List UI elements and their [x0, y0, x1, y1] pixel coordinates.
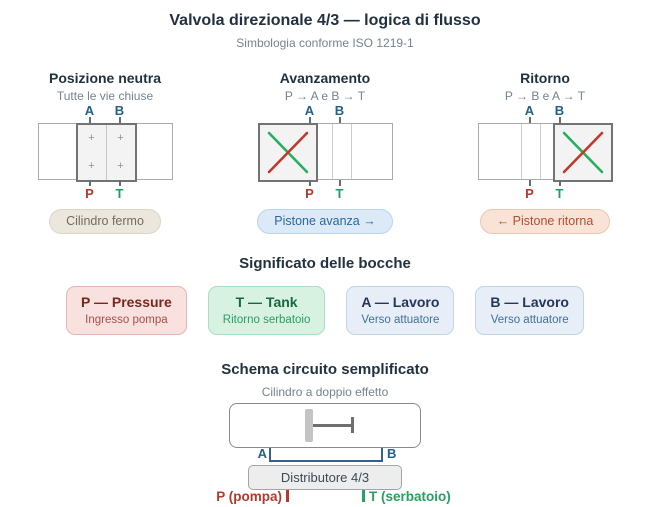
closed-port-icon: +: [88, 159, 95, 172]
status-badge-advance: Pistone avanza →: [257, 209, 393, 234]
status-badge-neutral: Cilindro fermo: [49, 209, 161, 234]
piston-rod-icon: [313, 424, 352, 427]
cylinder-symbol: [229, 403, 421, 448]
valve-positions-row: Posizione neutra Tutte le vie chiuse A B…: [0, 70, 650, 234]
port-label-p: P: [525, 186, 534, 201]
valve-active-box-left: [257, 123, 318, 182]
panel-description: Tutte le vie chiuse: [56, 89, 154, 103]
page-subtitle: Simbologia conforme ISO 1219-1: [236, 36, 414, 50]
panel-description: P → A e B → T: [284, 89, 366, 103]
panel-title: Posizione neutra: [48, 70, 162, 86]
port-stub-t: [338, 180, 341, 186]
circuit-section-title: Schema circuito semplificato: [221, 361, 429, 378]
port-card-b: B — Lavoro Verso attuatore: [475, 286, 584, 335]
card-subtitle: Ingresso pompa: [85, 314, 168, 326]
port-stub-t: [118, 180, 121, 186]
card-title: A — Lavoro: [361, 294, 440, 310]
port-stub-b: [118, 117, 121, 123]
port-label-t: T: [115, 186, 124, 201]
port-stub-p: [88, 180, 91, 186]
distributor-box: Distributore 4/3: [248, 465, 402, 490]
valve-active-box-center: + + + +: [75, 123, 137, 182]
port-label-b: B: [554, 103, 565, 118]
port-channel-a: [520, 124, 541, 179]
port-label-a: A: [304, 103, 315, 118]
tank-line-stub: [362, 490, 365, 502]
valve-body: [477, 123, 613, 182]
port-stub-p: [528, 180, 531, 186]
card-subtitle: Verso attuatore: [361, 314, 440, 326]
valve-symbol-return: A B P T: [477, 103, 613, 201]
valve-symbol-advance: A B P T: [257, 103, 393, 201]
port-label-b: B: [334, 103, 345, 118]
circuit-port-b-label: B: [387, 446, 397, 461]
ports-section-title: Significato delle bocche: [239, 255, 411, 272]
panel-avanzamento: Avanzamento P → A e B → T A B: [225, 70, 425, 234]
pump-line-stub: [286, 490, 289, 502]
card-title: P — Pressure: [81, 294, 172, 310]
port-label-a: A: [524, 103, 535, 118]
closed-port-icon: +: [88, 132, 95, 145]
port-label-t: T: [555, 186, 564, 201]
port-card-pressure: P — Pressure Ingresso pompa: [66, 286, 187, 335]
valve-symbol-neutral: A B + + + +: [37, 103, 173, 201]
port-label-t: T: [335, 186, 344, 201]
piston-rod-end-icon: [351, 417, 354, 433]
port-label-p: P: [305, 186, 314, 201]
valve-cell-b: + +: [107, 125, 135, 180]
page-title: Valvola direzionale 4/3 — logica di flus…: [169, 12, 481, 29]
port-label-a: A: [84, 103, 95, 118]
card-subtitle: Ritorno serbatoio: [222, 314, 311, 326]
circuit-section: Schema circuito semplificato Cilindro a …: [0, 362, 650, 507]
panel-posizione-neutra: Posizione neutra Tutte le vie chiuse A B…: [5, 70, 205, 234]
card-title: T — Tank: [235, 294, 298, 310]
port-label-b: B: [114, 103, 125, 118]
port-card-tank: T — Tank Ritorno serbatoio: [207, 286, 326, 335]
valve-cell-a: + +: [78, 125, 107, 180]
ports-meaning-section: Significato delle bocche P — Pressure In…: [0, 256, 650, 335]
status-badge-return: ← Pistone ritorna: [479, 209, 611, 234]
flow-cross-icon: [267, 131, 308, 174]
card-subtitle: Verso attuatore: [490, 314, 569, 326]
circuit-diagram: A B Distributore 4/3 P (pompa) T (serbat…: [216, 403, 451, 507]
port-cards-row: P — Pressure Ingresso pompa T — Tank Rit…: [0, 286, 650, 335]
closed-port-icon: +: [117, 159, 124, 172]
panel-title: Avanzamento: [279, 70, 371, 86]
panel-title: Ritorno: [520, 70, 570, 86]
port-stub-a: [88, 117, 91, 123]
port-stub-a: [528, 117, 531, 123]
circuit-port-a-label: A: [257, 446, 267, 461]
card-title: B — Lavoro: [490, 294, 569, 310]
closed-port-icon: +: [117, 132, 124, 145]
port-stub-a: [308, 117, 311, 123]
panel-ritorno: Ritorno P → B e A → T A B: [445, 70, 645, 234]
valve-body: + + + +: [37, 123, 173, 182]
port-channel-b: [331, 124, 352, 179]
port-card-a: A — Lavoro Verso attuatore: [346, 286, 455, 335]
cylinder-label: Cilindro a doppio effetto: [261, 385, 389, 399]
port-stub-b: [338, 117, 341, 123]
port-label-p: P: [85, 186, 94, 201]
valve-body: [257, 123, 393, 182]
port-stub-t: [558, 180, 561, 186]
piston-icon: [305, 409, 313, 442]
connector-bracket: [269, 448, 383, 462]
valve-active-box-right: [552, 123, 613, 182]
port-stub-p: [308, 180, 311, 186]
panel-description: P → B e A → T: [504, 89, 586, 103]
port-stub-b: [558, 117, 561, 123]
flow-cross-icon: [562, 131, 603, 174]
